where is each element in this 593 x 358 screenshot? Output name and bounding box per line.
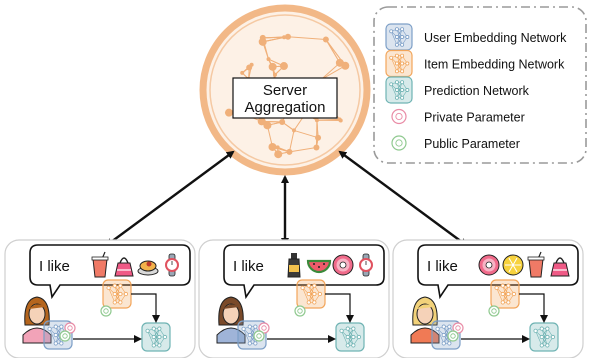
public-parameter-icon — [294, 305, 306, 317]
legend-label: Item Embedding Network — [424, 58, 565, 72]
donut-icon — [332, 254, 354, 276]
item-embedding-network-icon — [102, 279, 132, 309]
mesh-node — [249, 62, 254, 67]
mesh-node — [286, 148, 293, 155]
item-embedding-network-icon — [490, 279, 520, 309]
client-panel: I like — [4, 239, 196, 358]
legend-label: Public Parameter — [424, 137, 520, 151]
mesh-node — [282, 35, 287, 40]
mesh-node — [274, 150, 283, 159]
public-parameter-icon — [59, 330, 71, 342]
legend-item: Item Embedding Network — [385, 49, 565, 78]
mesh-node — [284, 33, 291, 40]
mesh-node — [263, 121, 272, 130]
prediction-network-icon — [335, 322, 365, 352]
mesh-node — [275, 145, 280, 150]
watermelon-icon — [306, 259, 332, 274]
legend-item: User Embedding Network — [385, 23, 567, 51]
speech-bubble — [29, 244, 191, 300]
bubble-text: I like — [39, 258, 70, 275]
mesh-node — [322, 36, 329, 43]
private-parameter-icon — [391, 108, 407, 125]
legend-label: Prediction Network — [424, 84, 530, 98]
mesh-node — [279, 118, 286, 125]
arrow-client-3 — [338, 150, 468, 247]
mesh-node — [279, 62, 288, 71]
bubble-text: I like — [427, 258, 458, 275]
mesh-node — [335, 58, 344, 67]
private-parameter-icon — [258, 322, 270, 334]
item-embedding-network-icon — [296, 279, 326, 309]
legend-item: Private Parameter — [391, 108, 525, 125]
mesh-node — [291, 128, 296, 133]
mesh-node — [338, 118, 343, 123]
public-parameter-icon — [488, 305, 500, 317]
mesh-node — [313, 144, 320, 151]
donut-icon — [478, 254, 500, 276]
legend-label: Private Parameter — [424, 111, 525, 125]
mesh-node — [268, 62, 277, 71]
mesh-node — [315, 134, 322, 141]
mesh-node — [259, 34, 266, 41]
client-panel: I like — [392, 239, 584, 358]
juice-cup-icon — [527, 251, 545, 278]
mesh-node — [257, 117, 266, 126]
mesh-node — [272, 72, 277, 77]
juice-cup-icon — [91, 251, 109, 278]
legend-label: User Embedding Network — [424, 31, 567, 45]
mesh-node — [268, 142, 277, 151]
pancake-icon — [137, 260, 159, 276]
item-embedding-network-icon — [385, 49, 413, 78]
handbag-icon — [550, 257, 570, 277]
communication-arrows — [105, 150, 468, 247]
legend-box — [373, 6, 587, 164]
server-label-box — [232, 77, 338, 119]
legend-item: Public Parameter — [391, 135, 520, 151]
item-to-prediction-arrow — [519, 293, 548, 323]
server-network-mesh — [224, 33, 350, 159]
server-label-line1: Server — [263, 82, 307, 99]
server-aggregation-node: Server Aggregation — [199, 4, 371, 176]
lemon-slice-icon — [502, 254, 524, 276]
private-parameter-icon — [452, 322, 464, 334]
bubble-text: I like — [233, 258, 264, 275]
prediction-network-icon — [385, 76, 413, 104]
item-to-prediction-arrow — [325, 293, 354, 323]
prediction-network-icon — [141, 322, 171, 352]
user-embedding-network-icon — [385, 23, 413, 51]
handbag-icon — [114, 257, 134, 277]
private-parameter-icon — [64, 322, 76, 334]
public-parameter-icon — [391, 135, 407, 151]
prediction-network-icon — [529, 322, 559, 352]
mesh-node — [266, 57, 271, 62]
public-parameter-icon — [253, 330, 265, 342]
mesh-node — [240, 70, 245, 75]
mesh-node — [314, 118, 319, 123]
client-panel: I like — [198, 239, 390, 358]
liquor-bottle-icon — [287, 253, 301, 278]
public-parameter-icon — [447, 330, 459, 342]
wristwatch-icon — [165, 253, 179, 277]
legend-item: Prediction Network — [385, 76, 530, 104]
arrow-client-1 — [105, 150, 235, 247]
item-to-prediction-arrow — [131, 293, 160, 323]
wristwatch-icon — [359, 253, 373, 277]
server-label-line2: Aggregation — [245, 99, 326, 116]
public-parameter-icon — [100, 305, 112, 317]
mesh-node — [224, 108, 233, 117]
